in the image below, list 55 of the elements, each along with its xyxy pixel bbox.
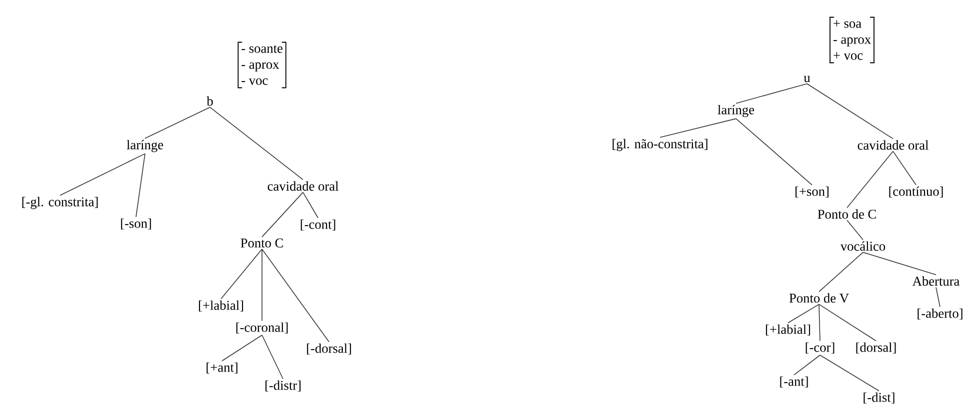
tree-label: Ponto de V: [789, 293, 849, 303]
tree-label: Ponto de C: [818, 209, 876, 219]
tree-label: [contínuo]: [889, 186, 943, 198]
tree-branch: [862, 252, 936, 276]
tree-branch: [818, 304, 820, 342]
tree-branch: [144, 106, 210, 139]
tree-branch: [806, 83, 894, 140]
tree-label: b: [206, 96, 213, 106]
tree-label: Ponto C: [240, 238, 283, 248]
tree-branch: [136, 153, 146, 218]
tree-branch: [222, 334, 262, 362]
tree-branch: [60, 153, 146, 196]
tree-branch: [846, 220, 864, 240]
tree-label: [-distr]: [265, 380, 301, 392]
tree-label: u: [804, 76, 810, 82]
tree-branch: [794, 354, 820, 376]
tree-label: [dorsal]: [856, 342, 896, 354]
tree-branch: [210, 106, 304, 180]
tree-label: [-dist]: [864, 392, 894, 404]
tree-label: [gl. não-constrita]: [612, 138, 708, 152]
tree-label: [+labial]: [198, 300, 244, 312]
tree-label: [-cont]: [300, 219, 336, 231]
tree-branch: [736, 118, 812, 186]
feature-matrix: + soa - aprox + voc: [830, 16, 874, 64]
tree-branch: [262, 192, 304, 238]
tree-label: larínge: [718, 104, 754, 118]
tree-label: Abertura: [912, 276, 960, 286]
tree-branch: [788, 304, 820, 324]
tree-branch: [660, 118, 736, 138]
tree-branch: [302, 192, 318, 218]
tree-branch: [892, 150, 916, 186]
tree-branch: [936, 286, 940, 308]
tree-label: cavidade oral: [268, 181, 338, 191]
tree-branch: [820, 354, 880, 392]
tree-label: [-son]: [121, 218, 151, 230]
tree-branch: [262, 248, 330, 342]
tree-branch: [846, 150, 894, 208]
tree-label: [+son]: [796, 186, 828, 198]
tree-label: [-gl. constrita]: [22, 196, 98, 210]
tree-label: [-coronal]: [236, 322, 288, 334]
tree-label: vocálico: [840, 241, 886, 251]
tree-label: [+labial]: [766, 324, 810, 336]
tree-label: [-dorsal]: [307, 343, 351, 355]
tree-label: cavidade oral: [858, 140, 928, 150]
tree-label: [-cor]: [806, 342, 834, 354]
tree-branch: [818, 252, 864, 292]
tree-branch: [736, 83, 808, 104]
tree-label: [-aberto]: [918, 308, 962, 320]
tree-label: [-ant]: [780, 376, 808, 388]
tree-branch: [262, 334, 284, 380]
tree-branch: [220, 248, 262, 300]
tree-label: [+ant]: [206, 362, 238, 374]
tree-branch: [818, 304, 876, 342]
tree-label: larínge: [126, 140, 164, 152]
feature-matrix: - soante - aprox - voc: [238, 42, 286, 88]
